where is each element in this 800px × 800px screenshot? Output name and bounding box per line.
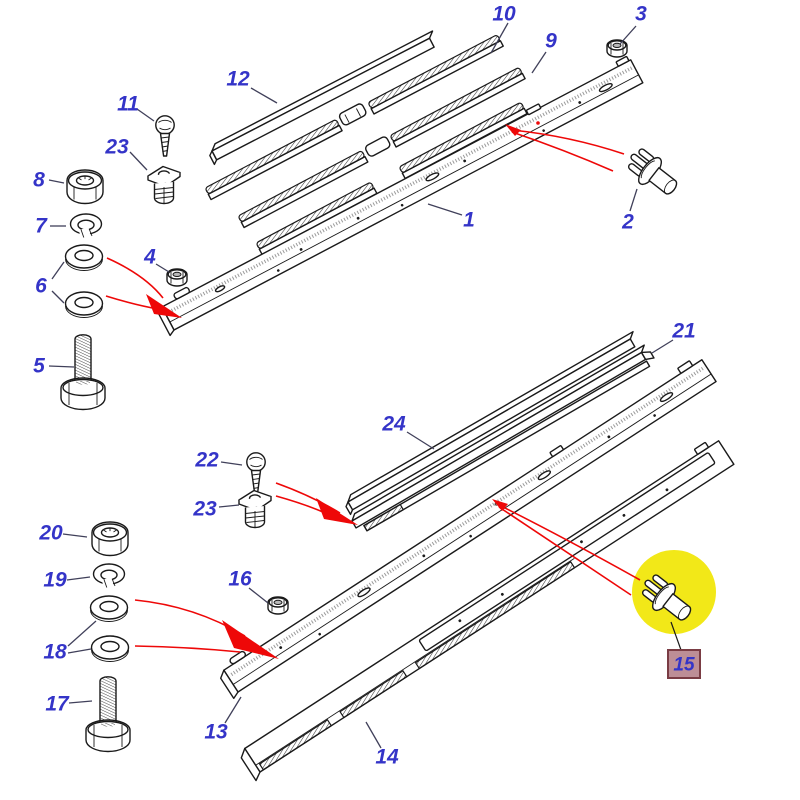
rail-strip [256, 102, 528, 256]
part-callout-5[interactable]: 5 [33, 355, 45, 378]
clip-2 [620, 142, 685, 204]
part-callout-23[interactable]: 23 [104, 136, 129, 159]
leader-line-11 [136, 108, 155, 122]
leader-line-10 [490, 22, 509, 54]
red-arrow-washers-to-sill-1 [105, 257, 182, 318]
selected-part-box-rect[interactable] [667, 649, 701, 679]
leader-line-5 [48, 365, 75, 368]
leader-line-4 [155, 263, 170, 273]
part-callout-8[interactable]: 8 [33, 169, 45, 192]
nut-16 [267, 596, 289, 615]
red-pointers [105, 121, 641, 659]
top-assembly [158, 30, 644, 337]
part-callout-9[interactable]: 9 [545, 30, 557, 53]
part-callout-22[interactable]: 22 [194, 449, 219, 472]
leader-line-3 [619, 25, 637, 45]
part-callout-19[interactable]: 19 [43, 569, 67, 592]
rail-21 [351, 344, 655, 532]
part-callout-3[interactable]: 3 [635, 3, 647, 26]
part-callout-18[interactable]: 18 [43, 641, 67, 664]
leader-line-1 [427, 203, 463, 216]
clipnut-23-top [147, 165, 181, 205]
part-callout-21[interactable]: 21 [671, 320, 695, 343]
sill-13 [219, 359, 717, 700]
leader-line-13 [224, 696, 242, 724]
leader-line-8 [48, 179, 65, 184]
part-callout-11[interactable]: 11 [117, 93, 139, 116]
part-callout-13[interactable]: 13 [204, 721, 228, 744]
rail-10 [205, 35, 504, 201]
lockwasher-7 [69, 213, 103, 242]
leader-line-16 [248, 587, 269, 604]
sill-1 [158, 55, 644, 337]
leader-line-20 [62, 533, 88, 538]
leader-line-6 [51, 261, 65, 280]
washer-6b [64, 291, 104, 319]
part-callout-24[interactable]: 24 [381, 413, 406, 436]
leader-line-24 [406, 431, 435, 450]
red-arrow-sill-13-to-clip-15 [492, 499, 641, 596]
part-callout-23[interactable]: 23 [192, 498, 217, 521]
leader-line-19 [66, 576, 91, 581]
leader-line-18 [67, 648, 92, 654]
part-callout-4[interactable]: 4 [143, 246, 156, 269]
sill-14 [240, 440, 735, 782]
bar-12 [209, 30, 435, 166]
leader-line-21 [651, 339, 674, 354]
leader-line-14 [365, 721, 382, 749]
nut-3 [606, 39, 628, 58]
leader-line-2 [629, 188, 638, 212]
selected-part-leader [670, 621, 682, 651]
bar-24 [345, 330, 636, 516]
red-arrow-clipnut-to-bar-24 [275, 482, 358, 525]
lockwasher-19 [92, 563, 126, 592]
leader-line-23 [218, 504, 240, 508]
screw-22 [246, 452, 266, 494]
part-callout-7[interactable]: 7 [35, 215, 48, 238]
part-callout-17[interactable]: 17 [45, 693, 70, 716]
part-callout-10[interactable]: 10 [492, 3, 516, 26]
selected-part-label[interactable]: 15 [673, 655, 695, 676]
leader-line-12 [250, 87, 278, 104]
bolt-5 [60, 334, 106, 411]
red-arrow-washers-to-sill-13 [134, 599, 279, 659]
washer-18b [90, 635, 130, 663]
part-callout-12[interactable]: 12 [226, 68, 250, 91]
leader-line-6 [51, 290, 65, 304]
leader-line-23 [129, 151, 148, 171]
part-callout-20[interactable]: 20 [38, 522, 63, 545]
leader-line-22 [220, 461, 243, 466]
bottom-assembly [219, 330, 735, 782]
part-callout-6[interactable]: 6 [35, 275, 47, 298]
leader-line-18 [67, 620, 97, 647]
clipnut-23-bottom [238, 489, 272, 529]
bolt-17 [85, 676, 131, 753]
screw-11 [155, 115, 175, 157]
selected-part-box[interactable]: 15 [667, 649, 701, 679]
part-callout-2[interactable]: 2 [621, 211, 634, 234]
washer-18a [89, 595, 129, 623]
nut-4 [166, 268, 188, 287]
washer-6a [64, 244, 104, 272]
part-callout-14[interactable]: 14 [375, 746, 399, 769]
part-callout-16[interactable]: 16 [228, 568, 252, 591]
part-callout-1[interactable]: 1 [463, 209, 475, 232]
leader-line-17 [68, 700, 93, 704]
hexnut-20 [91, 521, 129, 557]
red-arrow-sill-1-to-clip-2 [505, 121, 625, 172]
rail-9 [238, 67, 526, 229]
hexnut-8 [66, 169, 104, 205]
leader-line-9 [531, 51, 547, 74]
